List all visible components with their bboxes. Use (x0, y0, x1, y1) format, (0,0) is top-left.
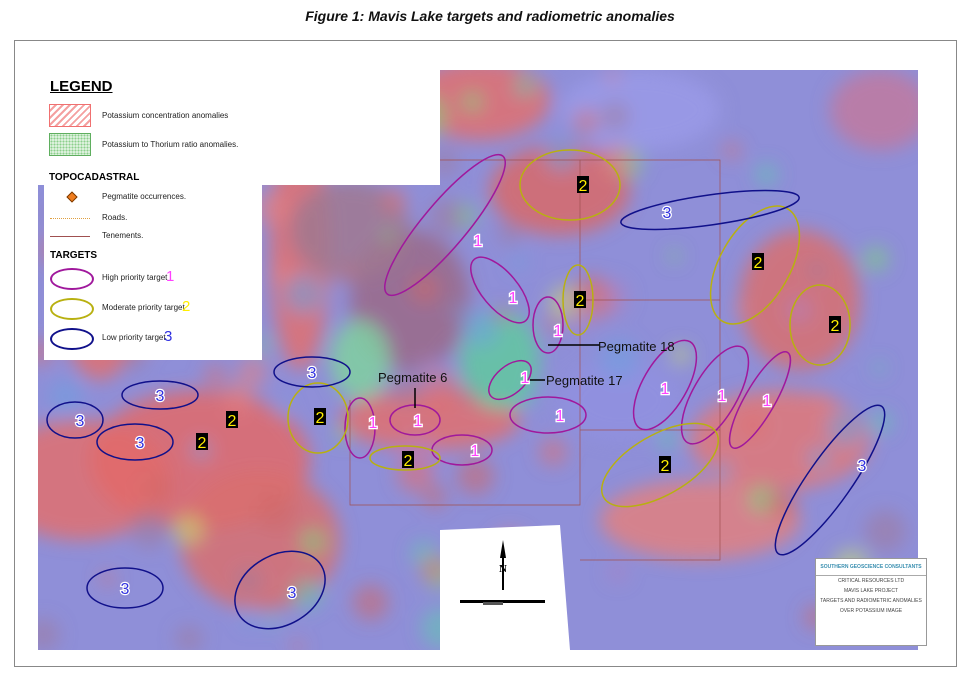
high-priority-target-label: 1 (474, 233, 483, 250)
low-priority-target-label: 3 (76, 413, 85, 430)
kth-ratio-swatch (49, 133, 91, 156)
low-priority-target[interactable] (221, 536, 339, 645)
moderate-priority-target[interactable] (589, 407, 732, 524)
moderate-priority-target-label: 2 (404, 453, 413, 470)
topocadastral-heading: TOPOCADASTRAL (49, 172, 140, 183)
moderate-priority-target[interactable] (692, 191, 818, 339)
high-priority-target-label: 1 (509, 290, 518, 307)
scale-bar (460, 600, 545, 605)
target-label-bg (226, 411, 238, 428)
high-priority-target[interactable] (509, 396, 587, 434)
target-label-bg (402, 451, 414, 468)
legend-panel (30, 70, 440, 185)
figure-title: Figure 1: Mavis Lake targets and radiome… (305, 8, 675, 24)
low-priority-target[interactable] (96, 423, 174, 461)
legend-label: Moderate priority target (102, 303, 185, 312)
road-line-icon (50, 218, 90, 219)
legend-label: Roads. (102, 213, 128, 222)
high-priority-target[interactable] (482, 353, 538, 407)
moderate-priority-target-label: 2 (831, 318, 840, 335)
high-priority-target[interactable] (344, 397, 376, 459)
tenements (349, 159, 721, 561)
pegmatite-label: Pegmatite 6 (378, 370, 448, 385)
potassium-anomaly-swatch (49, 104, 91, 127)
moderate-priority-target-label: 2 (661, 458, 670, 475)
high-priority-target[interactable] (621, 331, 709, 440)
target-label-bg (752, 253, 764, 270)
moderate-priority-target[interactable] (287, 382, 349, 454)
high-priority-target-label: 1 (521, 370, 530, 387)
legend-label: Potassium concentration anomalies (102, 111, 229, 120)
north-arrow: N (499, 540, 507, 590)
title-block: SOUTHERN GEOSCIENCE CONSULTANTS CRITICAL… (815, 558, 927, 646)
low-priority-target[interactable] (273, 356, 351, 388)
legend-title: LEGEND (50, 78, 113, 95)
high-priority-target-label: 1 (661, 381, 670, 398)
legend-label: High priority target (102, 273, 168, 282)
low-priority-ellipse-icon (50, 328, 94, 350)
legend-number: 2 (182, 298, 191, 315)
low-priority-target-label: 3 (858, 458, 867, 475)
pegmatite-label: Pegmatite 17 (546, 373, 623, 388)
moderate-priority-target[interactable] (369, 445, 441, 471)
company-logo-text: SOUTHERN GEOSCIENCE CONSULTANTS (820, 564, 922, 570)
high-priority-target[interactable] (460, 248, 539, 332)
north-label: N (499, 563, 507, 575)
pegmatite-leaders (414, 344, 600, 408)
high-priority-target[interactable] (720, 345, 801, 455)
map-title: TARGETS AND RADIOMETRIC ANOMALIES (820, 598, 922, 604)
tenement-line-icon (50, 236, 90, 237)
scale-panel (440, 525, 570, 650)
high-priority-ellipse-icon (50, 268, 94, 290)
low-priority-target[interactable] (121, 380, 199, 410)
legend-label: Tenements. (102, 231, 144, 240)
low-priority-target[interactable] (46, 401, 104, 439)
low-priority-target-label: 3 (156, 388, 165, 405)
high-priority-target-label: 1 (369, 415, 378, 432)
low-priority-target[interactable] (619, 183, 801, 238)
high-priority-target[interactable] (370, 142, 519, 308)
legend-number: 3 (164, 328, 173, 345)
low-priority-target-label: 3 (308, 365, 317, 382)
client-name: CRITICAL RESOURCES LTD (816, 575, 926, 586)
targets-heading: TARGETS (50, 250, 98, 261)
moderate-priority-target-label: 2 (576, 293, 585, 310)
moderate-priority-target-label: 2 (316, 410, 325, 427)
legend-label: Pegmatite occurrences. (102, 192, 187, 201)
moderate-priority-target[interactable] (519, 149, 621, 221)
low-priority-target-label: 3 (136, 435, 145, 452)
moderate-priority-target[interactable] (789, 284, 851, 366)
high-priority-target[interactable] (532, 296, 564, 354)
low-priority-target[interactable] (86, 567, 164, 609)
target-label-bg (829, 316, 841, 333)
high-priority-target-label: 1 (554, 323, 563, 340)
moderate-priority-target-label: 2 (228, 413, 237, 430)
legend-number: 1 (166, 268, 175, 285)
high-priority-target-label: 1 (471, 443, 480, 460)
low-priority-target-label: 3 (121, 581, 130, 598)
target-label-bg (574, 291, 586, 308)
low-priority-target-label: 3 (288, 585, 297, 602)
high-priority-target-label: 1 (414, 413, 423, 430)
moderate-priority-ellipse-icon (50, 298, 94, 320)
target-label-bg (314, 408, 326, 425)
moderate-priority-target[interactable] (562, 264, 594, 336)
low-priority-target[interactable] (760, 394, 899, 567)
high-priority-target[interactable] (668, 336, 761, 453)
moderate-priority-target-label: 2 (198, 435, 207, 452)
pegmatite-label: Pegmatite 18 (598, 339, 675, 354)
target-label-bg (659, 456, 671, 473)
map-subtitle: OVER POTASSIUM IMAGE (839, 608, 903, 614)
project-name: MAVIS LAKE PROJECT (843, 588, 899, 594)
high-priority-target-label: 1 (556, 408, 565, 425)
legend-label: Low priority target (102, 333, 166, 342)
moderate-priority-target-label: 2 (579, 178, 588, 195)
target-label-bg (577, 176, 589, 193)
target-label-bg (196, 433, 208, 450)
legend-label: Potassium to Thorium ratio anomalies. (102, 140, 239, 149)
high-priority-target-label: 1 (763, 393, 772, 410)
low-priority-target-label: 3 (663, 205, 672, 222)
moderate-priority-target-label: 2 (754, 255, 763, 272)
high-priority-target-label: 1 (718, 388, 727, 405)
